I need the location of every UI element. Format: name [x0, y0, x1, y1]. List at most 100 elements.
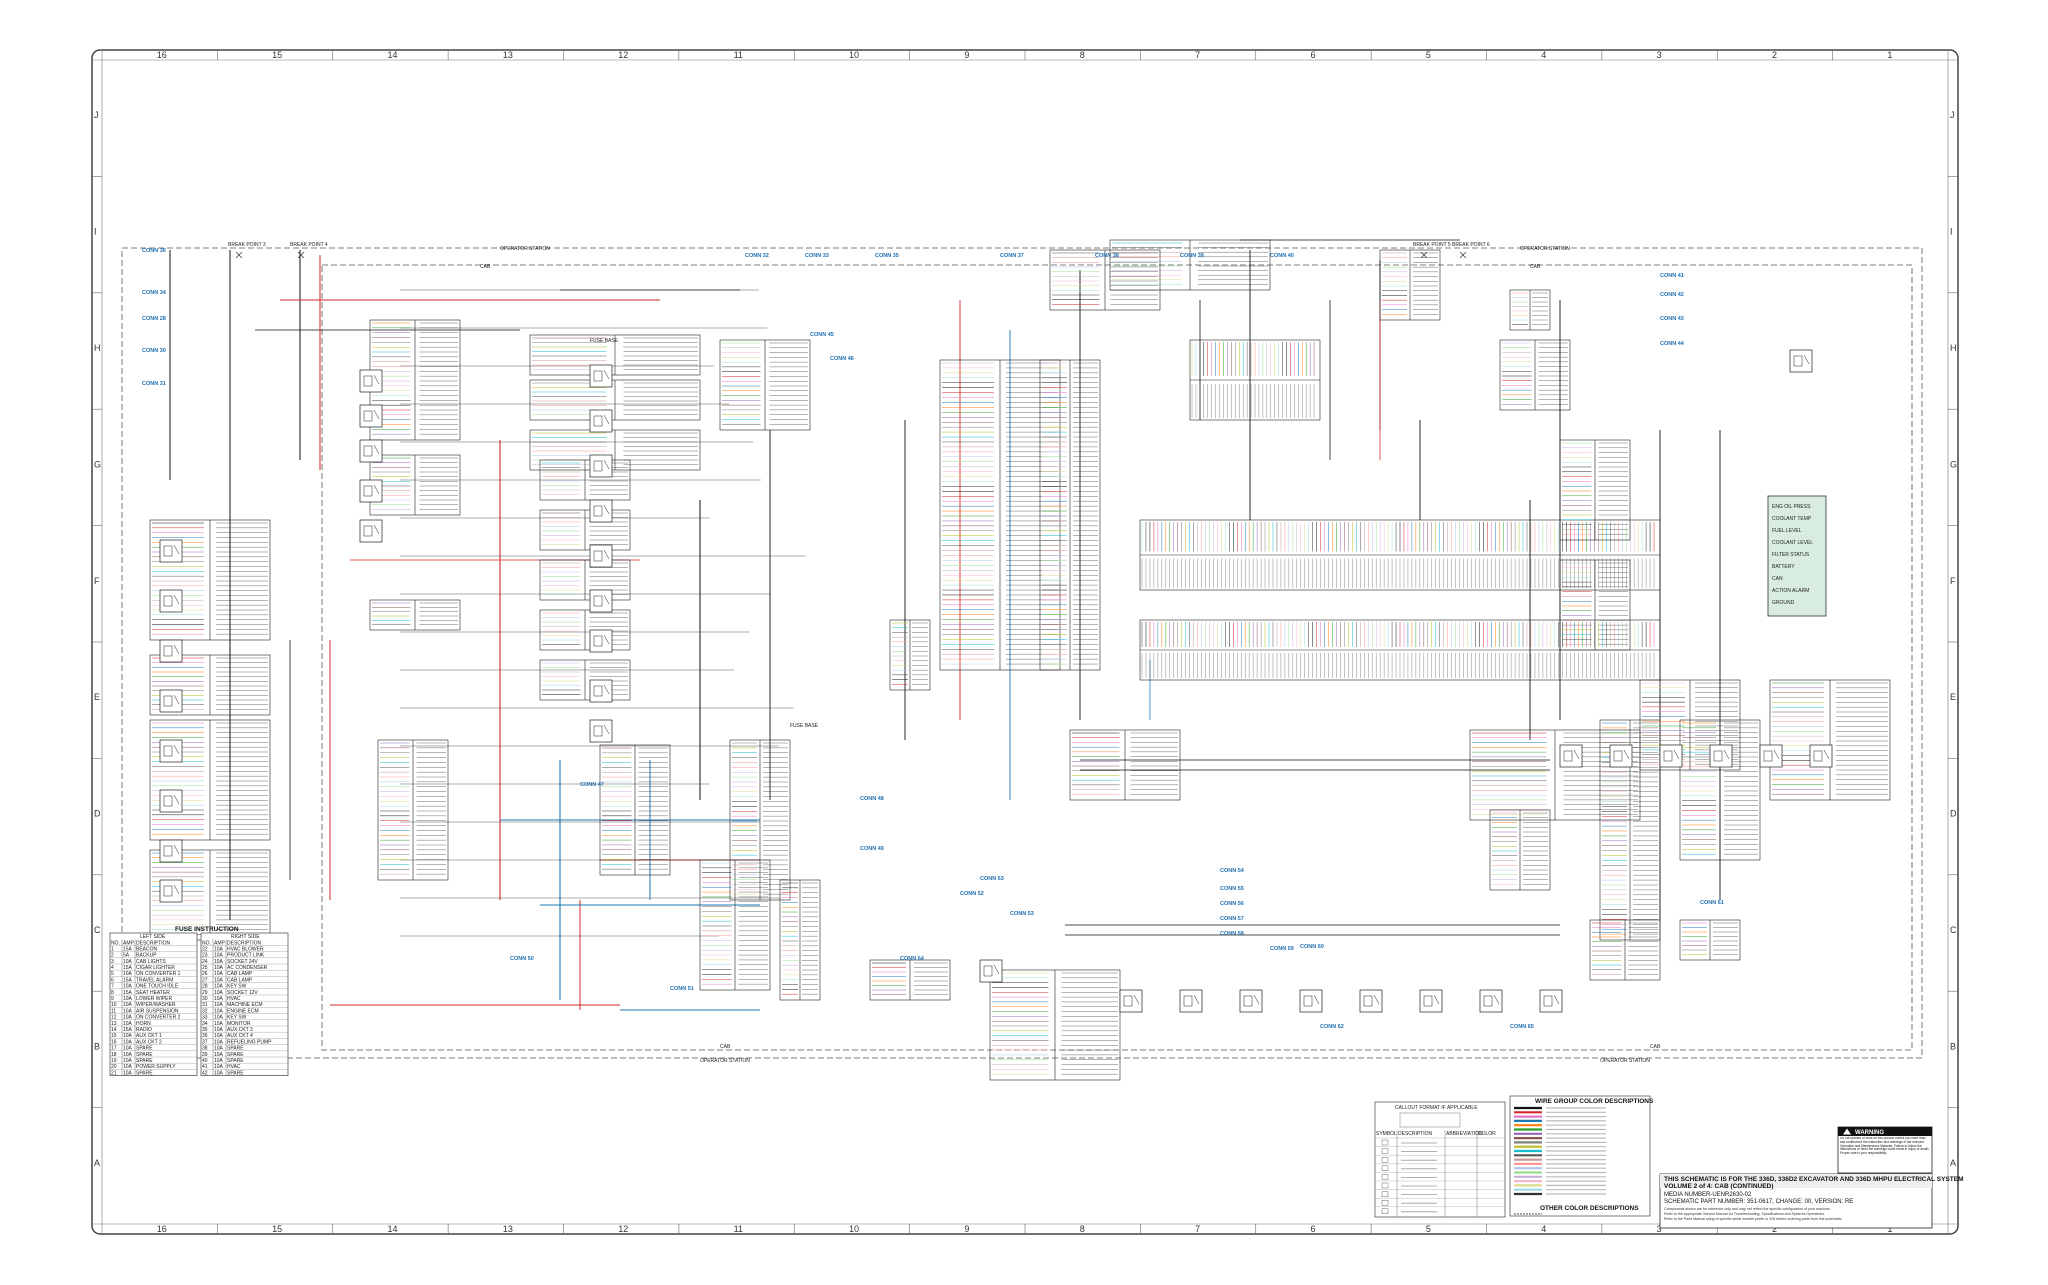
- fuse-table-cell: 11: [111, 1008, 116, 1014]
- relay-icon: [1709, 744, 1733, 768]
- fuse-table-cell: AUX CKT 1: [136, 1033, 162, 1039]
- grid-column-label: 13: [503, 1224, 513, 1234]
- fuse-table-col-header: DESCRIPTION: [136, 940, 171, 946]
- relay-icon: [589, 629, 613, 653]
- fuse-table-cell: 10A: [214, 1058, 224, 1064]
- title-line-4: SCHEMATIC PART NUMBER: 351-0617, CHANGE:…: [1664, 1199, 1853, 1205]
- relay-icon: [589, 454, 613, 478]
- callout-legend-title: CALLOUT FORMAT IF APPLICABLE: [1395, 1105, 1478, 1111]
- fuse-table-cell: 10A: [123, 1008, 133, 1014]
- monitor-gauge-label: COOLANT TEMP: [1772, 516, 1812, 522]
- grid-row-label: J: [1950, 110, 1955, 120]
- breakpoint-label: BREAK POINT 5: [1413, 242, 1451, 248]
- connector-label: CONN 47: [580, 782, 604, 788]
- fuse-table-cell: 4: [111, 965, 114, 971]
- connector-label: CONN 56: [1220, 901, 1244, 907]
- monitor-gauge-label: FILTER STATUS: [1772, 552, 1810, 558]
- breakpoint-label: BREAK POINT 4: [290, 242, 328, 248]
- grid-row-label: A: [1950, 1158, 1956, 1168]
- fuse-table-cell: 34: [202, 1021, 208, 1027]
- fuse-table-cell: 23: [202, 953, 208, 959]
- fuse-table-cell: 10A: [214, 977, 224, 983]
- fuse-table-cell: 10A: [123, 1064, 133, 1070]
- relay-icon: [359, 369, 383, 393]
- fuse-table-cell: PRODUCT LINK: [227, 953, 265, 959]
- grid-column-label: 9: [964, 1224, 969, 1234]
- fuse-table-col-header: DESCRIPTION: [227, 940, 262, 946]
- fuse-table-cell: MONITOR: [227, 1021, 251, 1027]
- fuse-table-cell: 31: [202, 1002, 208, 1008]
- grid-column-label: 16: [157, 50, 167, 60]
- fuse-table-cell: 37: [202, 1039, 208, 1045]
- fuse-base-label-bottom: FUSE BASE: [790, 723, 819, 729]
- fuse-table-cell: 25: [202, 965, 208, 971]
- relay-icon: [159, 789, 183, 813]
- relay-icon: [1559, 744, 1583, 768]
- connector-label: CONN 60: [1300, 944, 1324, 950]
- connector-label: CONN 57: [1220, 916, 1244, 922]
- connector-label: CONN 42: [1660, 292, 1684, 298]
- fuse-table-cell: 10A: [123, 996, 133, 1002]
- connector-label: CONN 40: [1270, 253, 1294, 259]
- fuse-table-cell: SPARE: [136, 1070, 153, 1076]
- relay-icon: [1809, 744, 1833, 768]
- grid-column-label: 8: [1080, 50, 1085, 60]
- fuse-table-cell: 10A: [214, 1033, 224, 1039]
- title-line-6: Refer to the appropriate Service Manual …: [1664, 1212, 1825, 1216]
- relays: [159, 349, 1833, 1013]
- fuse-table-cell: HVAC: [227, 1064, 241, 1070]
- relay-icon: [1419, 989, 1443, 1013]
- grid-row-label: C: [1950, 925, 1957, 935]
- grid-row-label: H: [94, 343, 101, 353]
- grid-column-label: 1: [1887, 50, 1892, 60]
- fuse-table-cell: SPARE: [136, 1046, 153, 1052]
- fuse-table-cell: 10A: [214, 1002, 224, 1008]
- relay-icon: [1299, 989, 1323, 1013]
- fuse-table-cell: 15A: [123, 965, 133, 971]
- fuse-table-cell: SOCKET 12V: [227, 990, 258, 996]
- fuse-table-cell: TRAVEL ALARM: [136, 977, 173, 983]
- relay-icon: [1759, 744, 1783, 768]
- fuse-table-cell: 10A: [214, 1015, 224, 1021]
- grid-row-label: I: [1950, 227, 1953, 237]
- fuse-table-cell: 10A: [214, 1052, 224, 1058]
- fuse-table-cell: AC CONDENSER: [227, 965, 268, 971]
- fuse-table-cell: CAB LAMP: [227, 977, 253, 983]
- fuse-table-right-header: RIGHT SIDE: [231, 934, 260, 940]
- fuse-table-cell: 5: [111, 971, 114, 977]
- fuse-table-cell: BEACON: [136, 946, 158, 952]
- fuse-table-cell: 2: [111, 953, 114, 959]
- fuse-table-cell: 26: [202, 971, 208, 977]
- operator-station-label-bottom-right: OPERATOR STATION: [1600, 1058, 1650, 1064]
- cab-label-bottom: CAB: [720, 1044, 731, 1050]
- connector-label: CONN 53: [1010, 911, 1034, 917]
- connector-label: CONN 38: [1095, 253, 1119, 259]
- fuse-table-cell: 15: [111, 1033, 117, 1039]
- fuse-table-cell: 5A: [123, 953, 130, 959]
- fuse-table-cell: 29: [202, 990, 208, 996]
- relay-icon: [1539, 989, 1563, 1013]
- operator-station-label-top: OPERATOR STATION: [500, 246, 550, 252]
- fuse-table-cell: 8: [111, 990, 114, 996]
- relay-icon: [359, 479, 383, 503]
- fuse-table-cell: 10A: [123, 1021, 133, 1027]
- grid-column-label: 4: [1541, 1224, 1546, 1234]
- fuse-table-col-header: NO.: [202, 940, 211, 946]
- connector-label: CONN 49: [860, 846, 884, 852]
- fuse-table-cell: 19: [111, 1058, 117, 1064]
- fuse-table-cell: 15A: [123, 946, 133, 952]
- fuse-table-cell: 10A: [123, 1039, 133, 1045]
- fuse-table-cell: 10A: [123, 1046, 133, 1052]
- fuse-table-cell: 13: [111, 1021, 117, 1027]
- terminal-blocks: [149, 239, 1891, 1081]
- connector-label: CONN 62: [1320, 1024, 1344, 1030]
- fuse-base-label-top: FUSE BASE: [590, 338, 619, 344]
- relay-icon: [159, 539, 183, 563]
- fuse-table-cell: 15A: [123, 977, 133, 983]
- monitor-gauge-label: BATTERY: [1772, 564, 1795, 570]
- grid-column-label: 3: [1657, 1224, 1662, 1234]
- fuse-table-cell: KEY SW: [227, 1015, 247, 1021]
- fuse-table-cell: 17: [111, 1046, 117, 1052]
